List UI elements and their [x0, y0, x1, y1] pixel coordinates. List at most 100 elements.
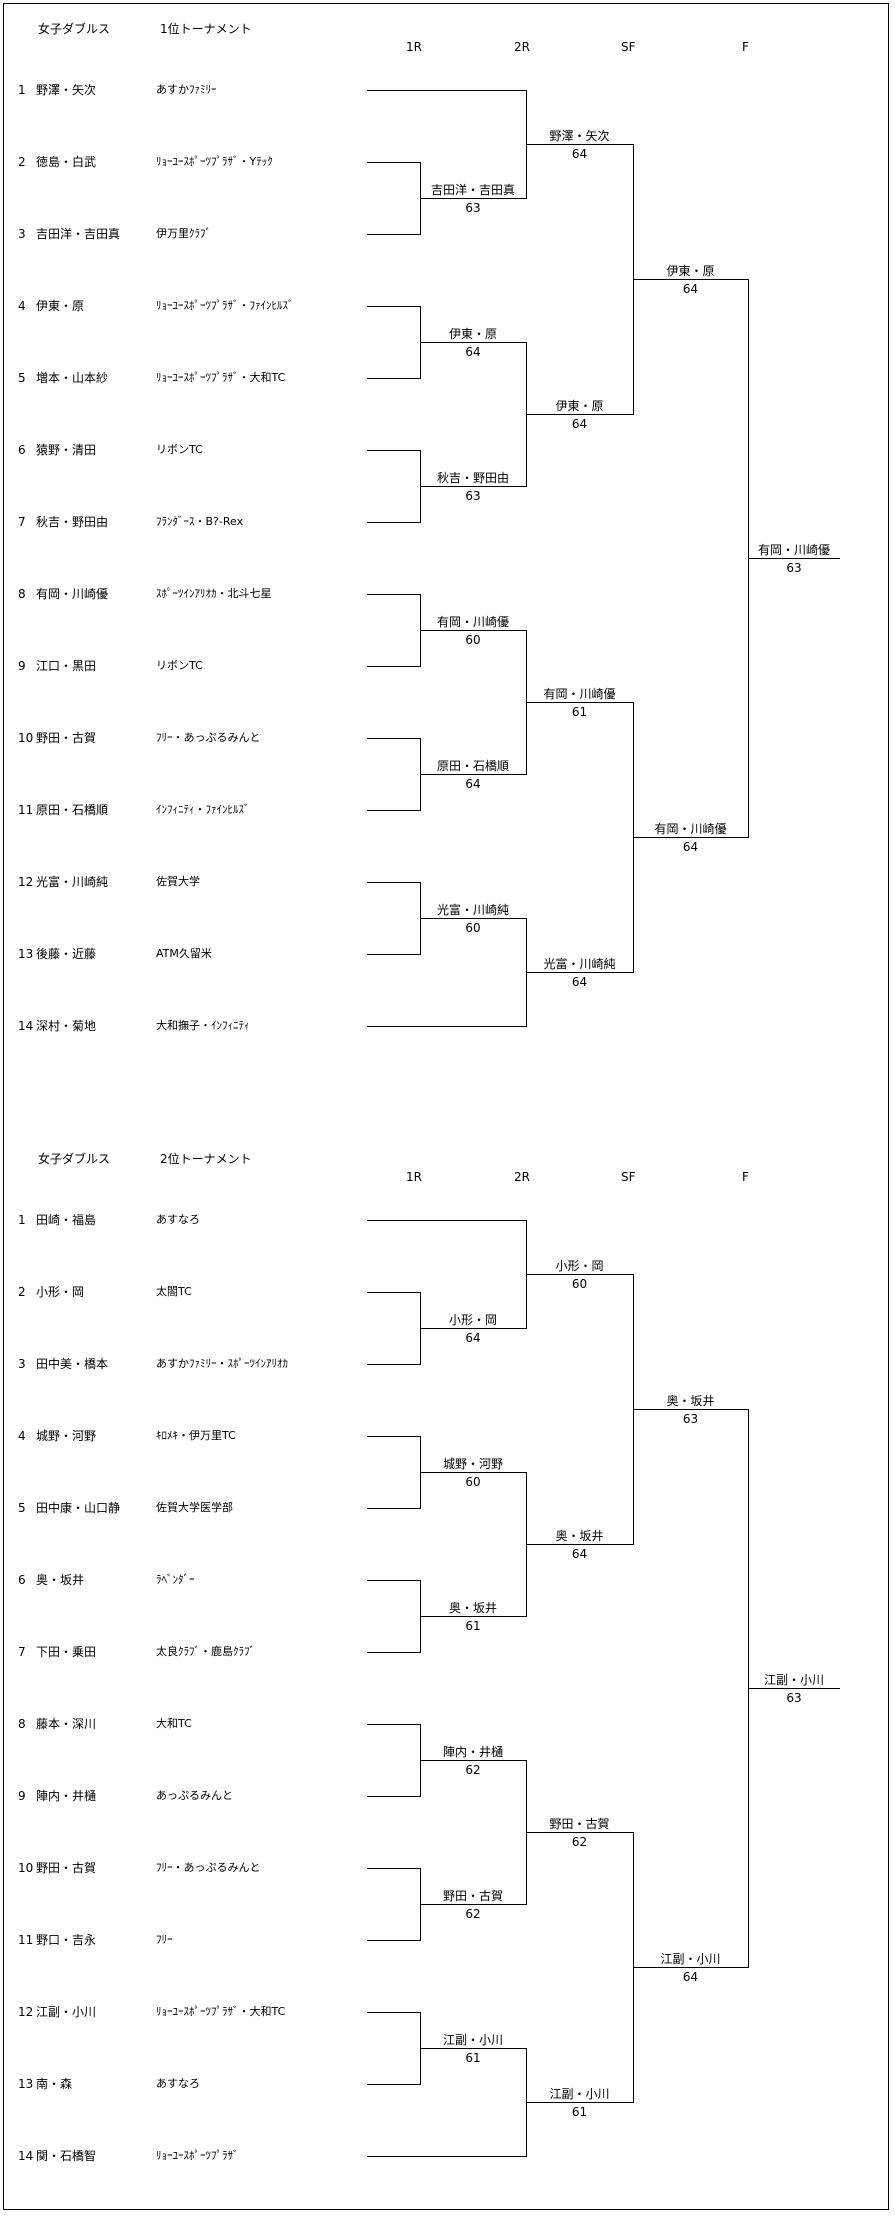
- winner-line: [633, 279, 748, 280]
- draw-line: [367, 1652, 420, 1653]
- tournament-title: 1位トーナメント: [160, 22, 252, 36]
- winner-line: [526, 1832, 633, 1833]
- event-title: 女子ダブルス: [38, 22, 111, 36]
- match-score: 63: [682, 1412, 699, 1426]
- match-score: 60: [465, 921, 481, 935]
- match-score: 64: [465, 345, 481, 359]
- match-winner: 有岡・川崎優: [436, 615, 510, 629]
- entry-pair-name: 光富・川崎純: [36, 875, 109, 889]
- winner-line: [420, 486, 526, 487]
- entry-club: あすかﾌｧﾐﾘｰ: [156, 83, 217, 96]
- entry-club: ﾘｮｰﾕｰｽﾎﾟｰﾂﾌﾟﾗｻﾞ・大和TC: [156, 2005, 286, 2018]
- event-title: 女子ダブルス: [38, 1152, 111, 1166]
- match-winner: 野澤・矢次: [549, 129, 610, 143]
- draw-line: [367, 954, 420, 955]
- entry-number: 13: [18, 2077, 34, 2091]
- entry-club: ﾘｮｰﾕｰｽﾎﾟｰﾂﾌﾟﾗｻﾞ・大和TC: [156, 371, 286, 384]
- draw-line: [367, 810, 420, 811]
- entry-number: 1: [18, 1213, 26, 1227]
- match-score: 61: [465, 1619, 481, 1633]
- round-label: F: [742, 1170, 749, 1184]
- winner-line: [420, 1760, 526, 1761]
- champion-score: 63: [786, 1691, 802, 1705]
- match-score: 64: [465, 1331, 481, 1345]
- round-label: 1R: [406, 40, 422, 54]
- entry-pair-name: 陣内・井樋: [36, 1789, 97, 1803]
- entry-club: ﾘｮｰﾕｰｽﾎﾟｰﾂﾌﾟﾗｻﾞ・Yﾃｯｸ: [156, 155, 273, 168]
- draw-line: [367, 1364, 420, 1365]
- entry-pair-name: 野澤・矢次: [36, 83, 97, 97]
- draw-line: [367, 1508, 420, 1509]
- entry-club: 大和撫子・ｲﾝﾌｨﾆﾃｨ: [156, 1019, 250, 1032]
- entry-club: 太良ｸﾗﾌﾞ・鹿島ｸﾗﾌﾞ: [156, 1645, 255, 1658]
- entry-pair-name: 秋吉・野田由: [36, 515, 109, 529]
- winner-line: [633, 837, 748, 838]
- entry-number: 2: [18, 1285, 26, 1299]
- entry-number: 2: [18, 155, 26, 169]
- draw-line: [367, 1292, 420, 1293]
- entry-club: ｲﾝﾌｨﾆﾃｨ・ﾌｧｲﾝﾋﾙｽﾞ: [156, 803, 250, 816]
- match-winner: 陣内・井樋: [442, 1745, 504, 1759]
- entry-pair-name: 関・石橋智: [36, 2149, 97, 2163]
- draw-line: [367, 378, 420, 379]
- match-winner: 伊東・原: [666, 264, 715, 278]
- entry-club: ﾌﾗﾝﾀﾞｰｽ・B?-Rex: [156, 515, 244, 528]
- winner-line: [420, 774, 526, 775]
- match-winner: 野田・古賀: [549, 1817, 610, 1831]
- entry-club: ﾌﾘｰ・あっぷるみんと: [156, 731, 261, 744]
- match-winner: 吉田洋・吉田真: [430, 183, 516, 197]
- winner-line: [526, 1274, 633, 1275]
- winner-line: [526, 702, 633, 703]
- match-winner: 光富・川崎純: [436, 903, 510, 917]
- match-score: 64: [465, 777, 481, 791]
- entry-club: ATM久留米: [156, 947, 212, 960]
- entry-pair-name: 城野・河野: [36, 1429, 97, 1443]
- match-winner: 有岡・川崎優: [543, 687, 616, 701]
- match-score: 61: [465, 2051, 481, 2065]
- entry-number: 7: [18, 1645, 26, 1659]
- match-winner: 光富・川崎純: [543, 957, 616, 971]
- match-score: 62: [465, 1763, 481, 1777]
- match-score: 60: [571, 1277, 588, 1291]
- draw-line: [367, 1220, 526, 1221]
- entry-club: ﾌﾘｰ・あっぷるみんと: [156, 1861, 261, 1874]
- entry-club: あっぷるみんと: [156, 1789, 233, 1802]
- draw-line: [367, 1868, 420, 1869]
- entry-number: 7: [18, 515, 26, 529]
- entry-number: 13: [18, 947, 34, 961]
- match-score: 63: [465, 201, 481, 215]
- match-winner: 小形・岡: [448, 1313, 498, 1327]
- entry-pair-name: 後藤・近藤: [36, 947, 97, 961]
- entry-number: 9: [18, 659, 26, 673]
- entry-number: 3: [18, 1357, 26, 1371]
- draw-line: [367, 450, 420, 451]
- match-score: 64: [571, 1547, 588, 1561]
- draw-line: [367, 1436, 420, 1437]
- entry-pair-name: 野田・古賀: [36, 731, 97, 745]
- match-score: 62: [571, 1835, 588, 1849]
- match-winner: 奥・坂井: [555, 1529, 604, 1543]
- draw-line: [367, 234, 420, 235]
- winner-line: [526, 1544, 633, 1545]
- entry-number: 1: [18, 83, 26, 97]
- tournament-title: 2位トーナメント: [160, 1152, 252, 1166]
- match-score: 61: [571, 705, 588, 719]
- round-label: SF: [621, 1170, 636, 1184]
- match-winner: 江副・小川: [660, 1952, 721, 1966]
- winner-line: [526, 972, 633, 973]
- entry-pair-name: 田中康・山口静: [36, 1501, 121, 1515]
- draw-line: [367, 90, 526, 91]
- winner-line: [420, 198, 526, 199]
- draw-line: [367, 1796, 420, 1797]
- match-score: 64: [571, 417, 588, 431]
- match-winner: 奥・坂井: [448, 1601, 498, 1615]
- match-winner: 有岡・川崎優: [654, 822, 727, 836]
- entry-number: 5: [18, 371, 26, 385]
- entry-number: 3: [18, 227, 26, 241]
- entry-number: 12: [18, 2005, 34, 2019]
- winner-line: [420, 1472, 526, 1473]
- entry-pair-name: 吉田洋・吉田真: [36, 227, 121, 241]
- winner-line: [420, 918, 526, 919]
- round-label: F: [742, 40, 749, 54]
- entry-club: ﾌﾘｰ: [156, 1933, 173, 1946]
